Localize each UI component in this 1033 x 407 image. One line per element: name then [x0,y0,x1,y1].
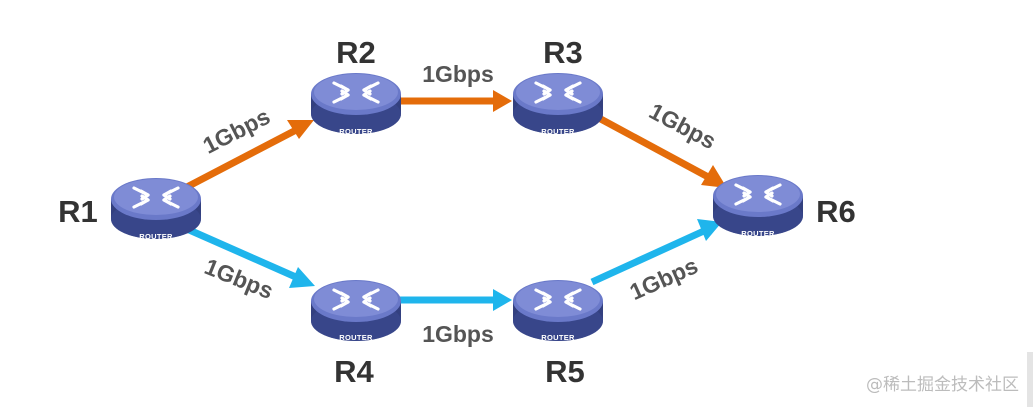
router-icon [512,71,604,135]
link-r5-r6 [590,219,722,286]
router-label-r6: R6 [816,194,856,229]
router-r3: ROUTER [512,71,604,136]
router-label-r4: R4 [334,354,374,389]
link-label-r4-r5: 1Gbps [422,321,494,347]
router-device-text: ROUTER [541,333,575,342]
router-icon [310,278,402,342]
router-r1: ROUTER [110,176,202,241]
router-label-r1: R1 [58,194,98,229]
router-r2: ROUTER [310,71,402,136]
router-device-text: ROUTER [139,232,173,241]
router-label-r5: R5 [545,354,585,389]
link-r1-r4 [185,225,315,288]
link-r3-r6 [595,113,727,188]
router-icon [110,176,202,240]
scroll-edge [1027,352,1033,407]
link-label-r2-r3: 1Gbps [422,61,494,87]
link-r2-r3 [398,90,512,112]
router-icon [712,173,804,237]
links-layer [183,90,727,311]
router-device-text: ROUTER [741,229,775,238]
router-label-r2: R2 [336,35,376,70]
watermark: @稀土掘金技术社区 [866,375,1019,395]
router-device-text: ROUTER [339,333,373,342]
router-device-text: ROUTER [541,127,575,136]
router-r5: ROUTER [512,278,604,342]
router-device-text: ROUTER [339,127,373,136]
router-icon [310,71,402,135]
router-r6: ROUTER [712,173,804,238]
link-r1-r2 [183,120,314,192]
router-r4: ROUTER [310,278,402,342]
link-r4-r5 [398,289,512,311]
router-label-r3: R3 [543,35,583,70]
router-icon [512,278,604,342]
